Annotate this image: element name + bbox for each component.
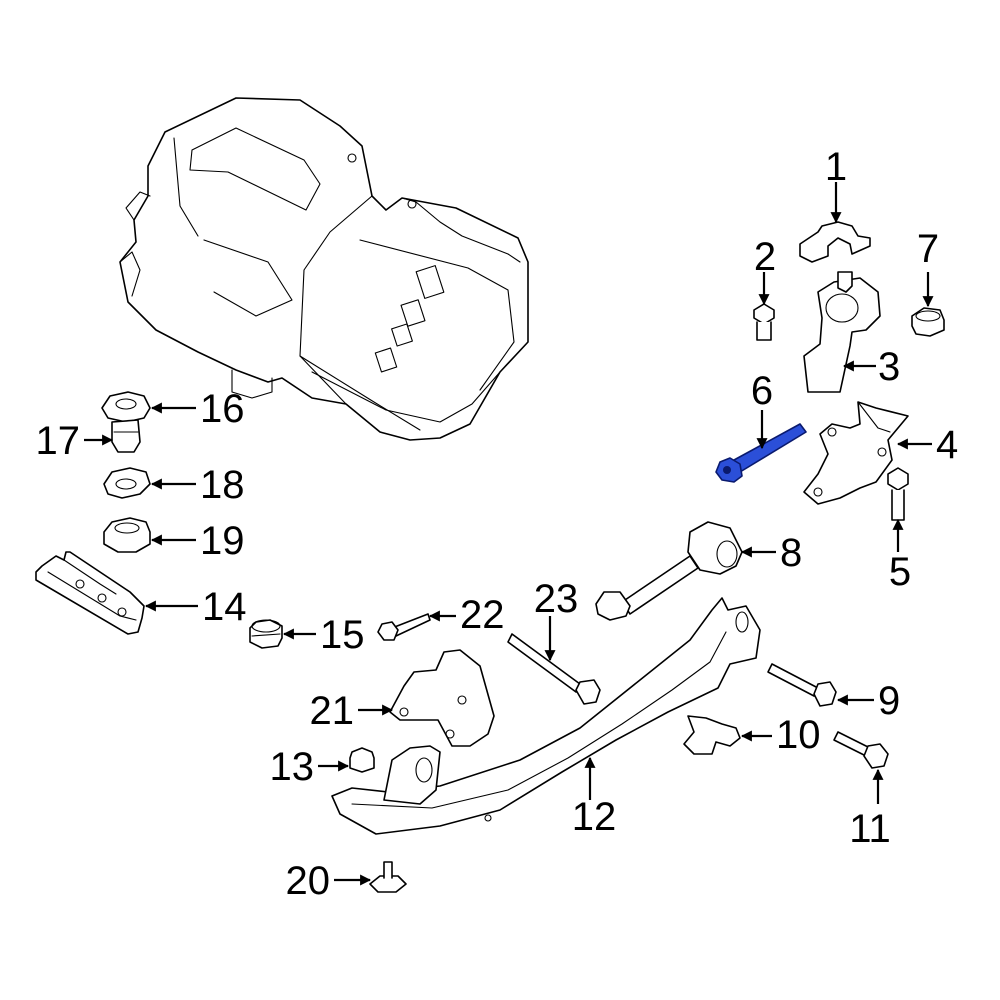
part-19-bushing[interactable] xyxy=(103,517,151,553)
part-2-bolt[interactable] xyxy=(753,303,775,341)
part-7-nut[interactable] xyxy=(911,307,945,337)
part-12-crossmember[interactable] xyxy=(331,597,761,835)
callout-1[interactable]: 1 xyxy=(825,145,847,189)
callout-6[interactable]: 6 xyxy=(751,369,773,413)
part-15-bushing[interactable] xyxy=(249,619,283,649)
part-17-insulator[interactable] xyxy=(111,419,141,453)
callout-21[interactable]: 21 xyxy=(310,689,355,733)
callout-labels: 1 2 3 4 5 6 7 8 9 10 11 12 13 14 15 16 1… xyxy=(36,145,959,903)
part-16-mount[interactable] xyxy=(101,391,151,423)
part-20-stud[interactable] xyxy=(369,861,407,893)
part-1-bracket[interactable] xyxy=(799,221,871,263)
part-3-mount[interactable] xyxy=(803,271,881,393)
part-18-washer[interactable] xyxy=(103,467,151,499)
callout-22[interactable]: 22 xyxy=(460,593,505,637)
callout-11[interactable]: 11 xyxy=(849,807,891,851)
callout-12[interactable]: 12 xyxy=(572,795,617,839)
callout-7[interactable]: 7 xyxy=(917,227,939,271)
part-6-bolt-highlighted[interactable] xyxy=(715,423,807,483)
callout-5[interactable]: 5 xyxy=(889,550,911,594)
part-10-clip[interactable] xyxy=(683,715,741,755)
callout-15[interactable]: 15 xyxy=(320,613,365,657)
callout-18[interactable]: 18 xyxy=(200,463,245,507)
callout-4[interactable]: 4 xyxy=(936,423,958,467)
part-9-bolt[interactable] xyxy=(767,663,837,707)
part-8-torque-rod[interactable] xyxy=(595,521,743,621)
callout-3[interactable]: 3 xyxy=(878,345,900,389)
part-4-bracket[interactable] xyxy=(803,401,909,505)
callout-16[interactable]: 16 xyxy=(200,387,245,431)
engine-assembly xyxy=(119,97,529,441)
callout-9[interactable]: 9 xyxy=(878,679,900,723)
callout-17[interactable]: 17 xyxy=(36,419,81,463)
part-14-heat-shield[interactable] xyxy=(35,551,145,635)
part-23-bolt[interactable] xyxy=(507,633,601,705)
callout-23[interactable]: 23 xyxy=(534,577,579,621)
part-21-bracket[interactable] xyxy=(389,649,495,747)
part-13-cap[interactable] xyxy=(349,747,375,773)
leader-lines xyxy=(84,182,934,886)
callout-13[interactable]: 13 xyxy=(270,745,315,789)
callout-2[interactable]: 2 xyxy=(754,235,776,279)
part-22-bolt[interactable] xyxy=(377,613,431,641)
callout-8[interactable]: 8 xyxy=(780,531,802,575)
callout-19[interactable]: 19 xyxy=(200,519,245,563)
callout-14[interactable]: 14 xyxy=(202,585,247,629)
part-11-bolt[interactable] xyxy=(833,731,889,769)
part-5-bolt[interactable] xyxy=(887,467,909,521)
callout-20[interactable]: 20 xyxy=(286,859,331,903)
callout-10[interactable]: 10 xyxy=(776,713,821,757)
